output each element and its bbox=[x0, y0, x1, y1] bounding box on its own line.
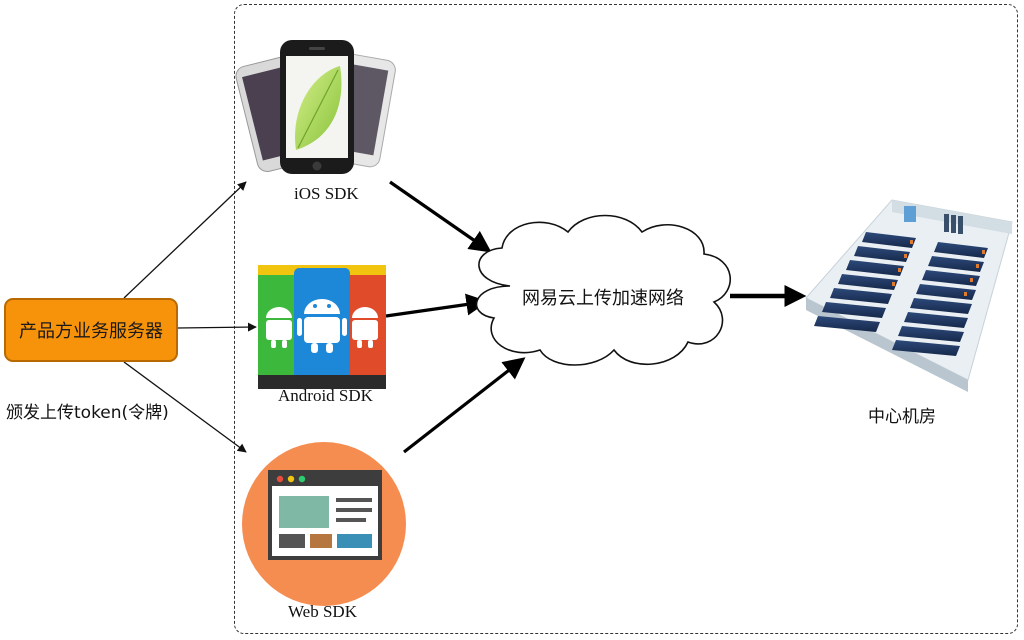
ios-phones-illustration bbox=[235, 40, 396, 174]
token-issue-label: 颁发上传token(令牌) bbox=[6, 403, 169, 423]
cloud-network-label: 网易云上传加速网络 bbox=[522, 288, 684, 309]
business-server-box: 产品方业务服务器 bbox=[4, 298, 178, 362]
arrow-server-to-android bbox=[177, 322, 257, 332]
sdk-boundary-frame bbox=[234, 4, 1018, 634]
web-browser-illustration bbox=[242, 442, 406, 606]
datacenter-illustration bbox=[805, 199, 1013, 392]
android-phones-illustration bbox=[258, 265, 386, 389]
arrow-web-to-cloud bbox=[403, 357, 526, 454]
arrow-android-to-cloud bbox=[385, 293, 489, 318]
server-racks-right-column bbox=[892, 242, 988, 356]
server-racks-left-column bbox=[814, 232, 916, 332]
web-sdk-label: Web SDK bbox=[288, 602, 357, 621]
arrow-server-to-web bbox=[123, 361, 247, 453]
android-sdk-label: Android SDK bbox=[278, 386, 373, 405]
arrow-ios-to-cloud bbox=[389, 180, 492, 253]
arrow-server-to-ios bbox=[123, 181, 247, 299]
datacenter-label: 中心机房 bbox=[868, 407, 936, 427]
business-server-label: 产品方业务服务器 bbox=[19, 321, 163, 342]
ios-sdk-label: iOS SDK bbox=[294, 184, 359, 203]
cloud-shape bbox=[475, 214, 731, 366]
